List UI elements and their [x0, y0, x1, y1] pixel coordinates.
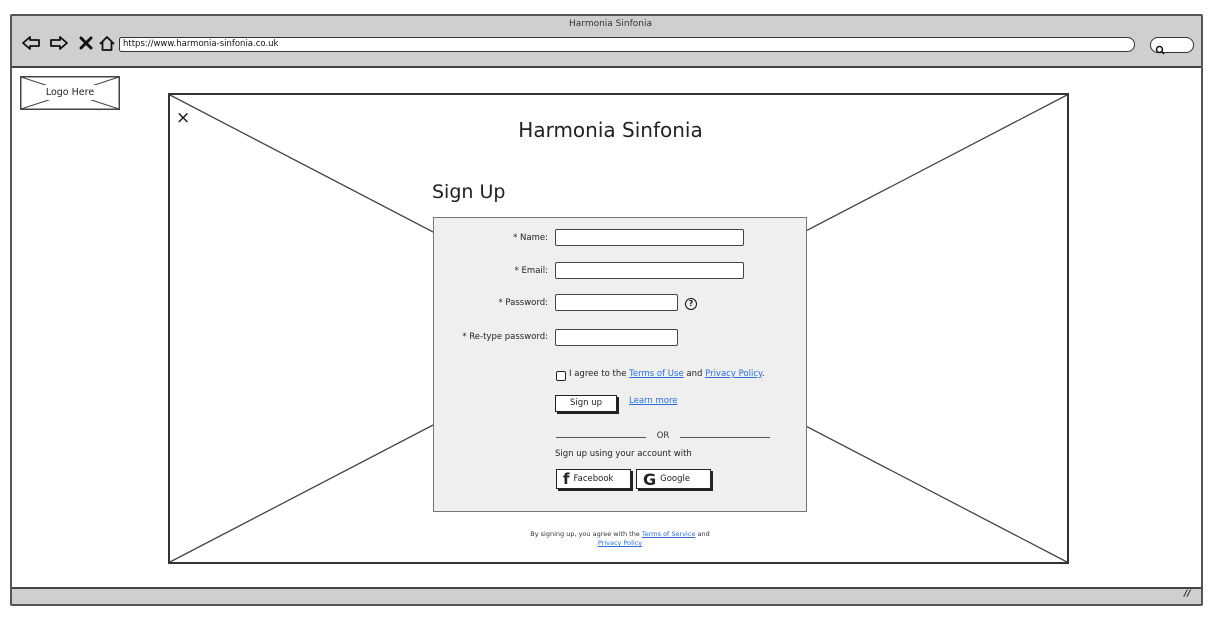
- email-label: * Email:: [514, 266, 548, 276]
- or-divider-left: [556, 437, 646, 438]
- logo-placeholder: [20, 76, 120, 110]
- terms-footer-note: By signing up, you agree with the Terms …: [460, 530, 780, 548]
- search-field[interactable]: [1150, 37, 1194, 55]
- close-x-icon[interactable]: [78, 33, 94, 53]
- password-field[interactable]: [555, 294, 678, 311]
- or-divider-text: OR: [656, 431, 670, 441]
- heading-backdrop: [428, 178, 518, 206]
- terms-of-service-link[interactable]: Terms of Service: [641, 530, 696, 538]
- modal-close-button[interactable]: ×: [176, 108, 191, 128]
- help-icon[interactable]: ?: [685, 298, 697, 310]
- signup-button[interactable]: Sign up: [555, 395, 617, 412]
- learn-more-link[interactable]: Learn more: [629, 396, 678, 406]
- google-button-label: Google: [660, 474, 691, 484]
- facebook-icon: f: [563, 470, 570, 488]
- retype-password-label: * Re-type password:: [462, 332, 548, 342]
- agree-checkbox[interactable]: [556, 371, 566, 381]
- email-field[interactable]: [555, 262, 744, 279]
- google-button[interactable]: G Google: [636, 469, 711, 489]
- agree-text: I agree to the Terms of Use and Privacy …: [569, 369, 765, 379]
- status-bar: //: [12, 587, 1201, 604]
- home-icon[interactable]: [97, 33, 117, 53]
- name-field[interactable]: [555, 229, 744, 246]
- footer-prefix: By signing up, you agree with the: [530, 530, 642, 538]
- or-divider-right: [680, 437, 770, 438]
- retype-password-field[interactable]: [555, 329, 678, 346]
- forward-arrow-icon[interactable]: [49, 33, 69, 53]
- logo-label: Logo Here: [42, 85, 98, 100]
- terms-of-use-link[interactable]: Terms of Use: [629, 369, 684, 379]
- password-label: * Password:: [498, 298, 548, 308]
- resize-handle-icon[interactable]: //: [1184, 589, 1191, 599]
- name-label: * Name:: [513, 233, 548, 243]
- back-arrow-icon[interactable]: [21, 33, 41, 53]
- google-icon: G: [643, 469, 657, 489]
- app-title: Harmonia Sinfonia: [518, 118, 703, 142]
- url-bar[interactable]: https://www.harmonia-sinfonia.co.uk: [119, 37, 1135, 52]
- facebook-button-label: Facebook: [573, 474, 614, 484]
- footer-privacy-policy-link[interactable]: Privacy Policy: [597, 539, 643, 547]
- footer-backdrop: [500, 526, 740, 552]
- search-icon: [1155, 40, 1165, 59]
- footer-mid: and: [695, 530, 710, 538]
- privacy-policy-link[interactable]: Privacy Policy: [705, 369, 762, 379]
- facebook-button[interactable]: f Facebook: [556, 469, 631, 489]
- agree-mid: and: [683, 369, 706, 379]
- agree-prefix: I agree to the: [569, 369, 630, 379]
- agree-suffix: .: [761, 369, 765, 379]
- window-title: Harmonia Sinfonia: [569, 19, 652, 29]
- signup-heading: Sign Up: [432, 181, 506, 203]
- alt-signup-label: Sign up using your account with: [555, 449, 692, 459]
